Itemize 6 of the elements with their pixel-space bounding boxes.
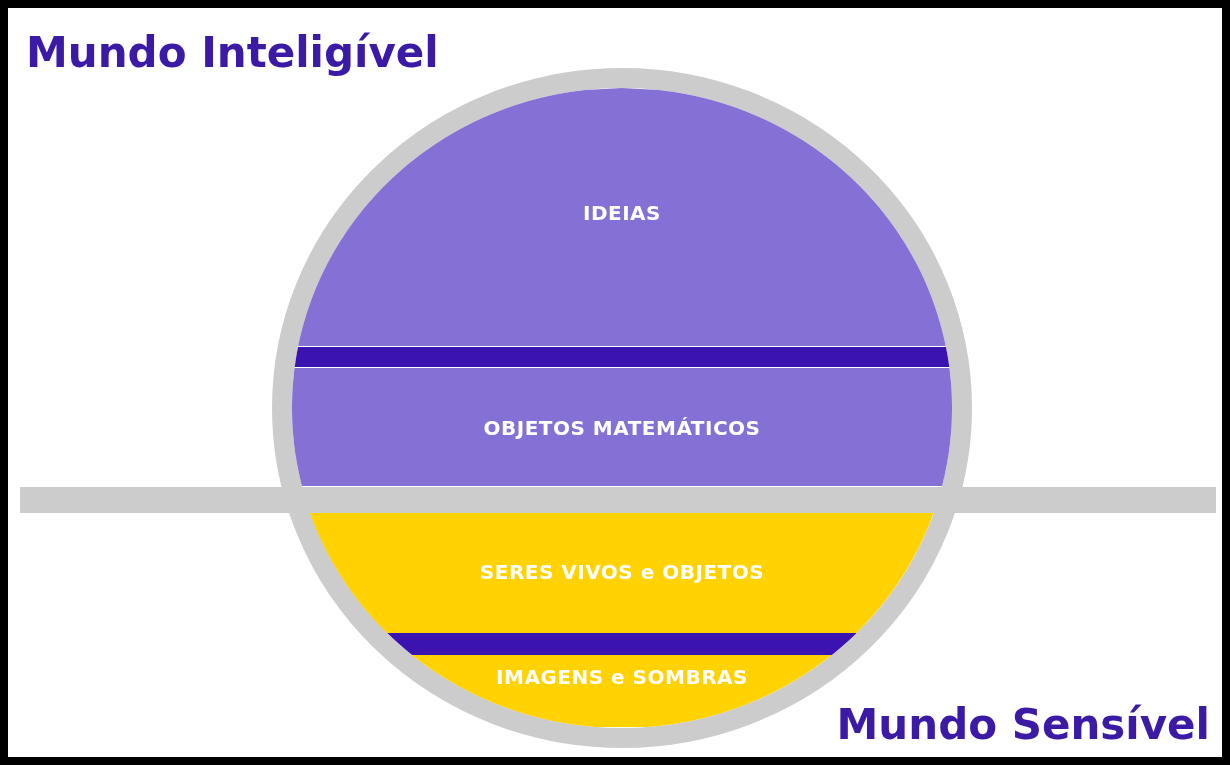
band-label: IDEIAS [581,201,662,225]
band-label: SERES VIVOS e OBJETOS [478,560,766,584]
world-title: Mundo Sensível [836,700,1210,749]
world-title: Mundo Inteligível [26,28,439,77]
band-label: IMAGENS e SOMBRAS [495,665,749,689]
band-label: OBJETOS MATEMÁTICOS [482,416,762,440]
